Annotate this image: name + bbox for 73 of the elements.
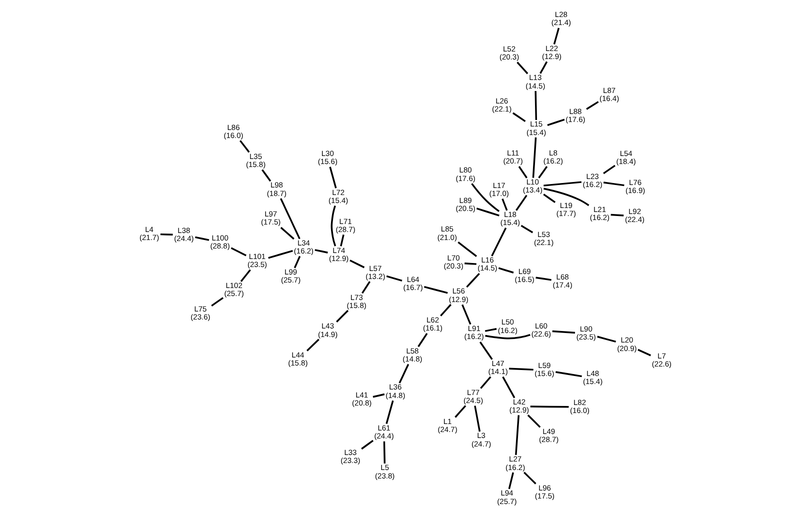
connector xyxy=(602,164,615,174)
connector xyxy=(532,137,536,178)
connector xyxy=(539,61,548,74)
connector xyxy=(293,256,300,268)
connector xyxy=(535,276,551,281)
connector xyxy=(586,101,598,110)
connector xyxy=(464,262,476,265)
connector xyxy=(349,260,364,268)
connector xyxy=(552,330,575,334)
connector xyxy=(280,226,294,240)
connector xyxy=(306,338,319,352)
connector xyxy=(518,166,527,178)
connector xyxy=(361,281,370,294)
connector xyxy=(508,472,514,490)
connector xyxy=(240,269,250,282)
connector xyxy=(423,286,448,294)
connector xyxy=(484,334,530,340)
connector xyxy=(476,208,499,216)
connector xyxy=(538,166,548,178)
connector xyxy=(268,250,292,259)
connector xyxy=(194,236,209,241)
connector xyxy=(160,233,172,236)
connector xyxy=(516,62,528,74)
connector xyxy=(466,272,480,288)
connector xyxy=(501,198,508,211)
connector xyxy=(610,214,624,216)
connector xyxy=(372,393,384,398)
connector xyxy=(478,341,492,360)
connector xyxy=(386,275,402,282)
connector xyxy=(279,198,300,240)
connector xyxy=(515,194,527,211)
connector xyxy=(382,441,386,464)
connector xyxy=(502,376,515,398)
connector xyxy=(230,247,246,256)
connector xyxy=(543,181,582,186)
connector xyxy=(330,205,336,246)
connector xyxy=(385,400,394,424)
connector xyxy=(526,414,540,428)
connector xyxy=(512,112,526,122)
connector xyxy=(546,118,564,126)
connector xyxy=(490,228,506,256)
connector xyxy=(552,28,560,44)
connector xyxy=(417,332,428,348)
connector xyxy=(314,249,328,254)
connector xyxy=(530,406,568,408)
connector xyxy=(328,166,336,188)
connector xyxy=(602,182,624,186)
connector xyxy=(543,188,589,206)
connector xyxy=(484,328,496,332)
connector xyxy=(520,224,533,234)
connector xyxy=(210,297,224,306)
connector xyxy=(555,371,582,378)
connector xyxy=(398,364,409,384)
connector xyxy=(340,234,344,246)
connector xyxy=(637,348,651,356)
connector xyxy=(514,415,520,456)
connector xyxy=(523,472,536,484)
connector xyxy=(261,169,271,182)
connector xyxy=(542,194,556,204)
connector xyxy=(470,183,500,212)
connector xyxy=(336,310,348,322)
connector xyxy=(461,304,471,325)
connector xyxy=(596,336,616,343)
connector xyxy=(454,405,466,418)
connector xyxy=(474,406,480,432)
connector xyxy=(508,368,533,371)
connector xyxy=(498,267,514,274)
connector xyxy=(239,140,250,153)
connector xyxy=(534,90,537,120)
connector xyxy=(457,242,476,257)
connector xyxy=(360,440,374,450)
connector xyxy=(440,304,451,316)
connector xyxy=(480,376,491,389)
